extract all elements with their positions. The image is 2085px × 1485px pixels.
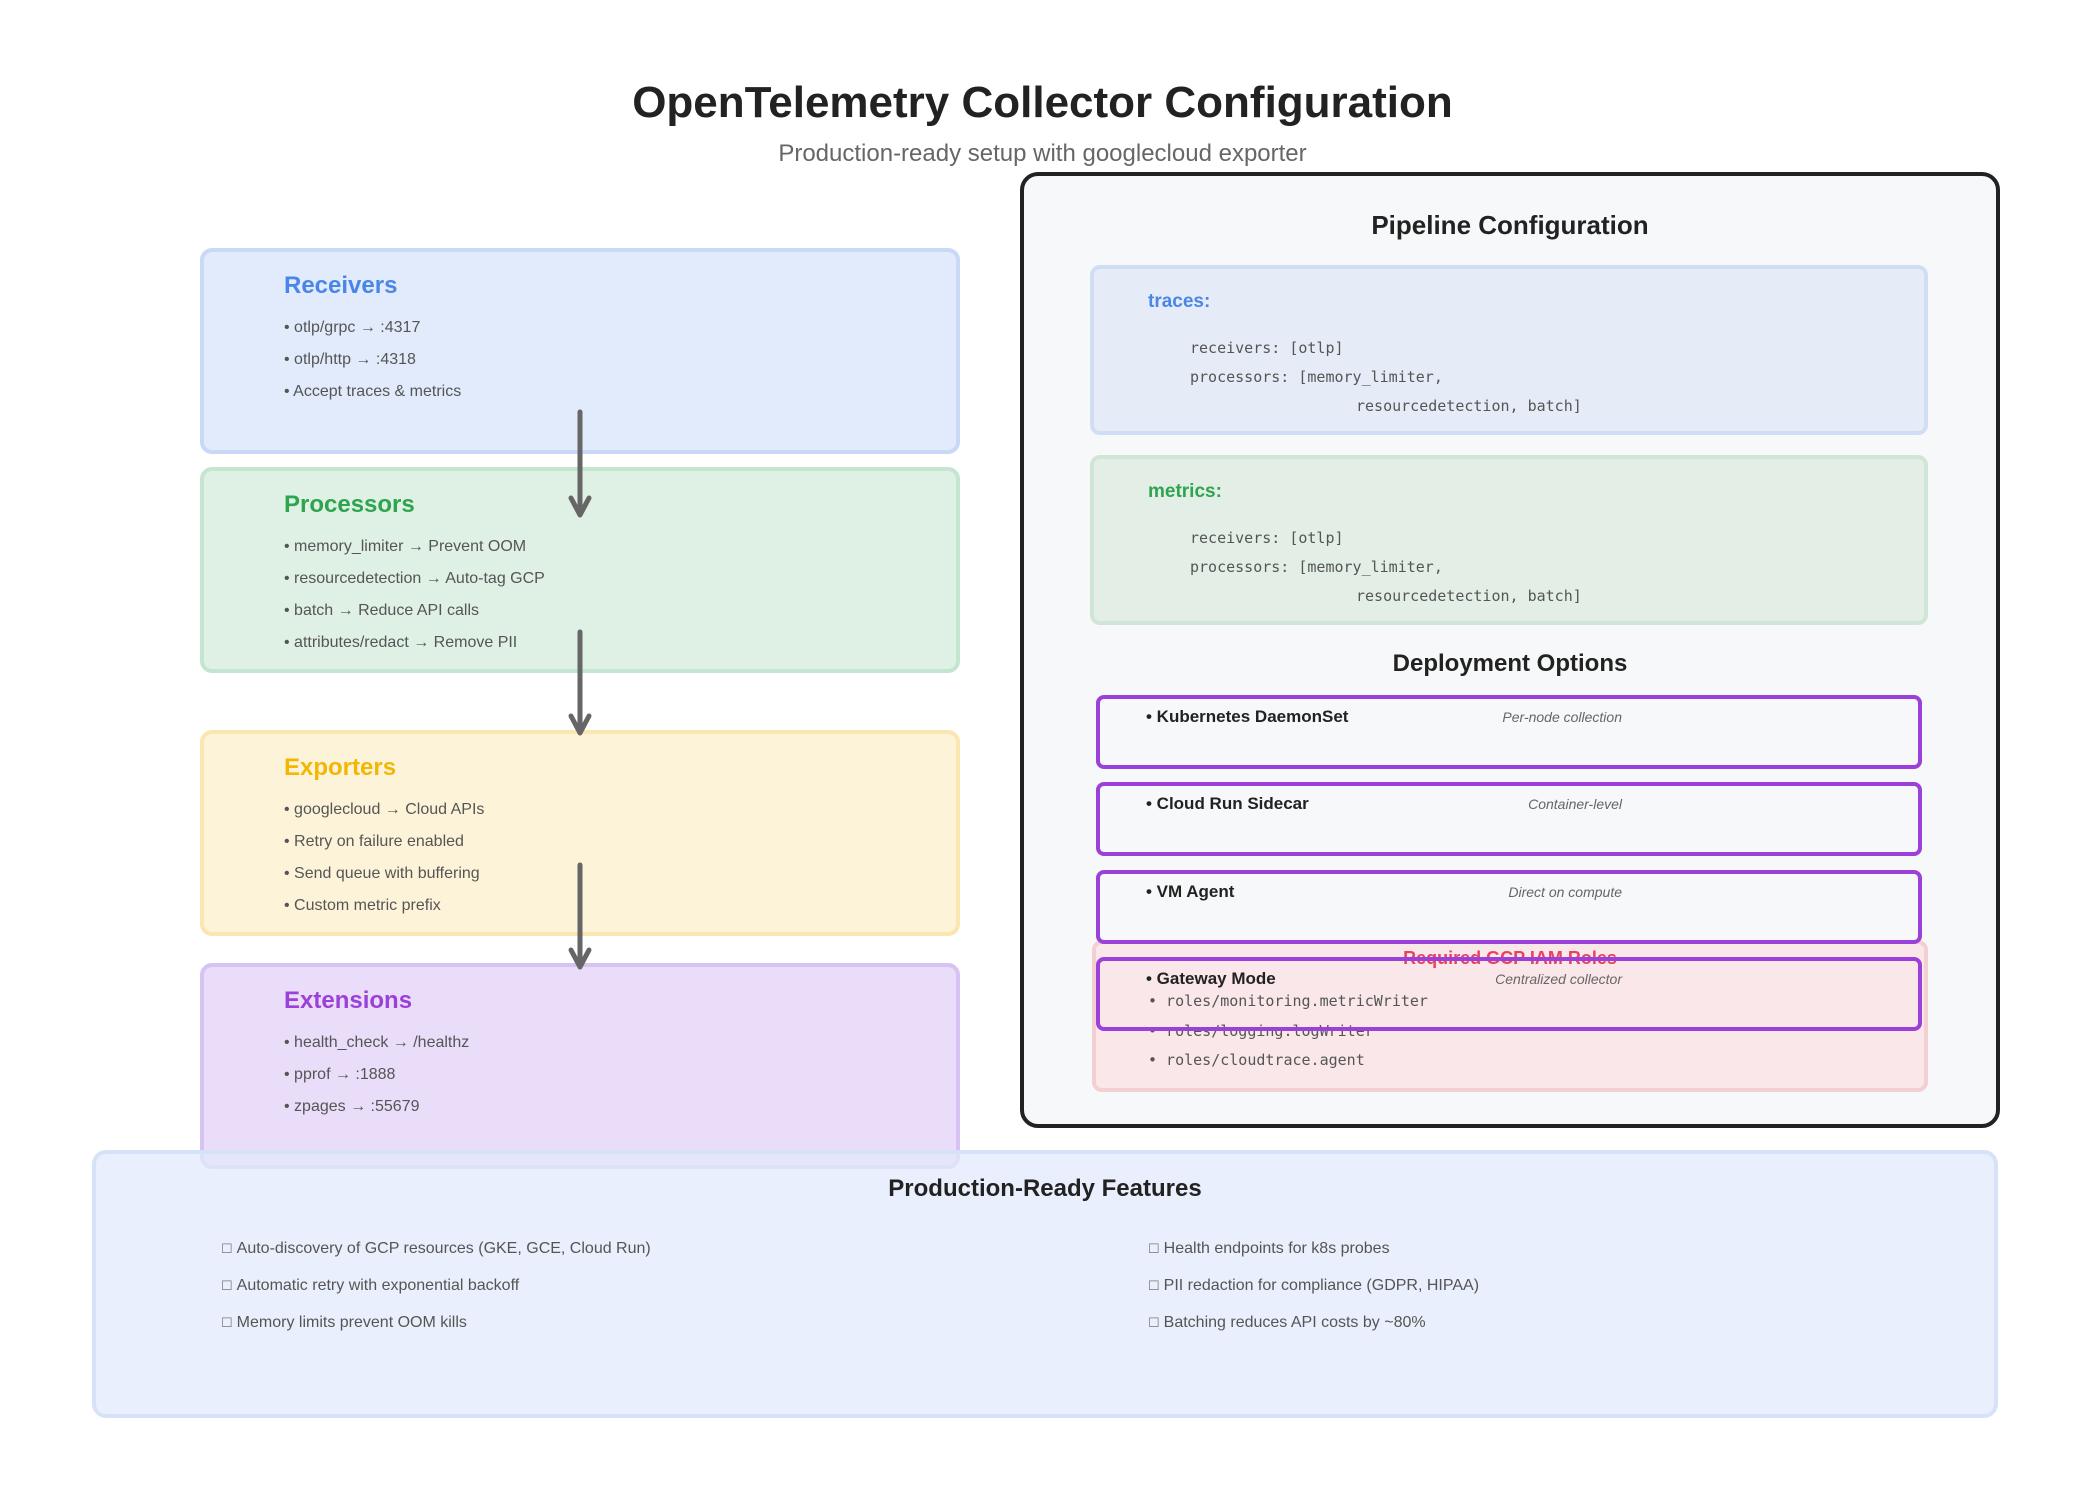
extensions-item: • zpages → :55679 <box>284 1098 420 1115</box>
receivers-title: Receivers <box>284 272 398 299</box>
checkbox-icon: ☐ <box>1148 1278 1160 1293</box>
iam-role: • roles/logging.logWriter <box>1148 1022 1374 1040</box>
traces-line: receivers: [otlp] <box>1190 339 1344 357</box>
metrics-config: metrics: receivers: [otlp] processors: [… <box>1090 455 1928 625</box>
deployment-option: • Kubernetes DaemonSet Per-node collecti… <box>1096 695 1922 769</box>
feature-item: ☐Automatic retry with exponential backof… <box>221 1277 519 1295</box>
exporters-item: • googlecloud → Cloud APIs <box>284 801 485 818</box>
deployment-option-desc: Direct on compute <box>1508 884 1622 900</box>
processors-title: Processors <box>284 491 415 518</box>
metrics-line: receivers: [otlp] <box>1190 529 1344 547</box>
page-subtitle: Production-ready setup with googlecloud … <box>778 140 1307 167</box>
pipeline-title: Pipeline Configuration <box>1371 210 1649 240</box>
feature-text: Automatic retry with exponential backoff <box>236 1277 520 1294</box>
traces-config: traces: receivers: [otlp] processors: [m… <box>1090 265 1928 435</box>
features-panel <box>92 1150 1998 1418</box>
iam-role: • roles/monitoring.metricWriter <box>1148 992 1428 1010</box>
deployment-title: Deployment Options <box>1392 650 1628 677</box>
exporters-item: • Retry on failure enabled <box>284 833 464 850</box>
deployment-option-name: • Kubernetes DaemonSet <box>1146 707 1349 726</box>
page-title: OpenTelemetry Collector Configuration <box>632 78 1453 127</box>
metrics-line: processors: [memory_limiter, <box>1190 558 1443 576</box>
extensions-item: • pprof → :1888 <box>284 1066 396 1083</box>
feature-text: Auto-discovery of GCP resources (GKE, GC… <box>236 1240 651 1257</box>
metrics-label: metrics: <box>1148 481 1222 502</box>
processors-item: • resourcedetection → Auto-tag GCP <box>284 570 545 587</box>
checkbox-icon: ☐ <box>221 1241 233 1256</box>
exporters-stage: Exporters • googlecloud → Cloud APIs • R… <box>200 730 960 936</box>
feature-item: ☐Health endpoints for k8s probes <box>1148 1240 1390 1258</box>
extensions-title: Extensions <box>284 987 413 1014</box>
feature-item: ☐Batching reduces API costs by ~80% <box>1148 1314 1426 1332</box>
feature-text: Health endpoints for k8s probes <box>1163 1240 1390 1257</box>
feature-item: ☐PII redaction for compliance (GDPR, HIP… <box>1148 1277 1479 1295</box>
exporters-item: • Send queue with buffering <box>284 865 480 882</box>
arrow-exporters-to-extensions <box>568 862 592 970</box>
deployment-option-name: • Gateway Mode <box>1146 969 1276 988</box>
exporters-item: • Custom metric prefix <box>284 897 441 914</box>
extensions-item: • health_check → /healthz <box>284 1034 470 1051</box>
iam-role: • roles/cloudtrace.agent <box>1148 1051 1365 1069</box>
feature-item: ☐Memory limits prevent OOM kills <box>221 1314 467 1332</box>
processors-item: • attributes/redact → Remove PII <box>284 634 518 651</box>
checkbox-icon: ☐ <box>1148 1315 1160 1330</box>
feature-text: Memory limits prevent OOM kills <box>236 1314 467 1331</box>
deployment-option-desc: Container-level <box>1528 796 1622 812</box>
metrics-line: resourcedetection, batch] <box>1356 587 1582 605</box>
feature-text: PII redaction for compliance (GDPR, HIPA… <box>1163 1277 1480 1294</box>
feature-text: Batching reduces API costs by ~80% <box>1163 1314 1426 1331</box>
checkbox-icon: ☐ <box>221 1315 233 1330</box>
deployment-option-desc: Per-node collection <box>1502 709 1622 725</box>
processors-item: • memory_limiter → Prevent OOM <box>284 538 527 555</box>
features-title: Production-Ready Features <box>888 1175 1202 1202</box>
deployment-option: • VM Agent Direct on compute <box>1096 870 1922 944</box>
deployment-option: • Gateway Mode Centralized collector <box>1096 957 1922 1031</box>
checkbox-icon: ☐ <box>1148 1241 1160 1256</box>
arrow-processors-to-exporters <box>568 629 592 736</box>
checkbox-icon: ☐ <box>221 1278 233 1293</box>
arrow-receivers-to-processors <box>568 409 592 518</box>
receivers-item: • otlp/grpc → :4317 <box>284 319 421 336</box>
feature-item: ☐Auto-discovery of GCP resources (GKE, G… <box>221 1240 651 1258</box>
deployment-option-desc: Centralized collector <box>1495 971 1622 987</box>
traces-line: processors: [memory_limiter, <box>1190 368 1443 386</box>
deployment-option-name: • VM Agent <box>1146 882 1235 901</box>
deployment-option: • Cloud Run Sidecar Container-level <box>1096 782 1922 856</box>
traces-line: resourcedetection, batch] <box>1356 397 1582 415</box>
receivers-item: • Accept traces & metrics <box>284 383 462 400</box>
deployment-option-name: • Cloud Run Sidecar <box>1146 794 1309 813</box>
receivers-item: • otlp/http → :4318 <box>284 351 416 368</box>
exporters-title: Exporters <box>284 754 397 781</box>
traces-label: traces: <box>1148 291 1211 312</box>
processors-item: • batch → Reduce API calls <box>284 602 480 619</box>
